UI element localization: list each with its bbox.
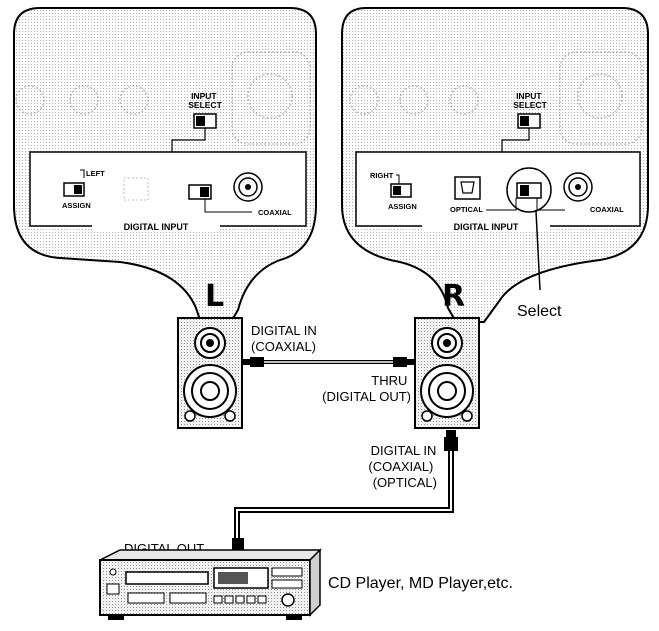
right-faint-controls <box>349 51 643 145</box>
source-device-label: CD Player, MD Player,etc. <box>328 575 513 592</box>
left-optical-port-faint <box>123 177 149 201</box>
left-digital-in-coaxial-label: DIGITAL IN (COAXIAL) <box>251 323 320 354</box>
right-speaker-letter: R <box>442 279 465 314</box>
digital-cable-source <box>232 430 458 557</box>
source-digital-in-label: DIGITAL IN (COAXIAL) (OPTICAL) <box>368 443 440 490</box>
right-assign-switch[interactable] <box>390 183 412 198</box>
right-input-select-label: INPUT SELECT <box>513 91 547 110</box>
right-digital-select-switch[interactable] <box>506 167 552 213</box>
right-assign-label: ASSIGN <box>388 202 417 211</box>
left-panel-callout: INPUT SELECT LEFT ASSIGN COAXIAL DI <box>13 7 317 321</box>
left-digital-input-label: DIGITAL INPUT <box>124 222 189 232</box>
right-optical-port <box>454 176 481 200</box>
coaxial-cable-speakers <box>242 357 415 367</box>
select-label: Select <box>517 303 562 320</box>
left-input-select-label: INPUT SELECT <box>188 91 222 110</box>
left-assign-label: ASSIGN <box>62 201 91 210</box>
right-input-select-switch[interactable] <box>517 113 541 129</box>
left-coaxial-select-switch[interactable] <box>188 184 212 200</box>
thru-digital-out-label: THRU (DIGITAL OUT) <box>322 373 411 404</box>
left-assign-left-label: LEFT <box>86 169 105 178</box>
right-speaker <box>414 317 480 429</box>
left-coaxial-jack <box>233 172 263 202</box>
select-pointer-line <box>535 210 541 291</box>
right-optical-label: OPTICAL <box>450 205 483 214</box>
cd-player <box>99 548 322 620</box>
left-faint-controls <box>15 51 311 145</box>
left-input-select-switch[interactable] <box>193 113 217 129</box>
right-coaxial-label: COAXIAL <box>590 205 624 214</box>
left-assign-switch[interactable] <box>63 182 85 197</box>
left-speaker-letter: L <box>205 279 224 314</box>
right-assign-right-label: RIGHT <box>370 171 394 180</box>
right-coaxial-jack <box>563 172 593 202</box>
right-panel-callout: INPUT SELECT RIGHT ASSIGN OPTICAL <box>341 7 649 323</box>
right-digital-input-label: DIGITAL INPUT <box>454 222 519 232</box>
left-speaker <box>177 317 243 429</box>
left-coaxial-label: COAXIAL <box>258 208 292 217</box>
